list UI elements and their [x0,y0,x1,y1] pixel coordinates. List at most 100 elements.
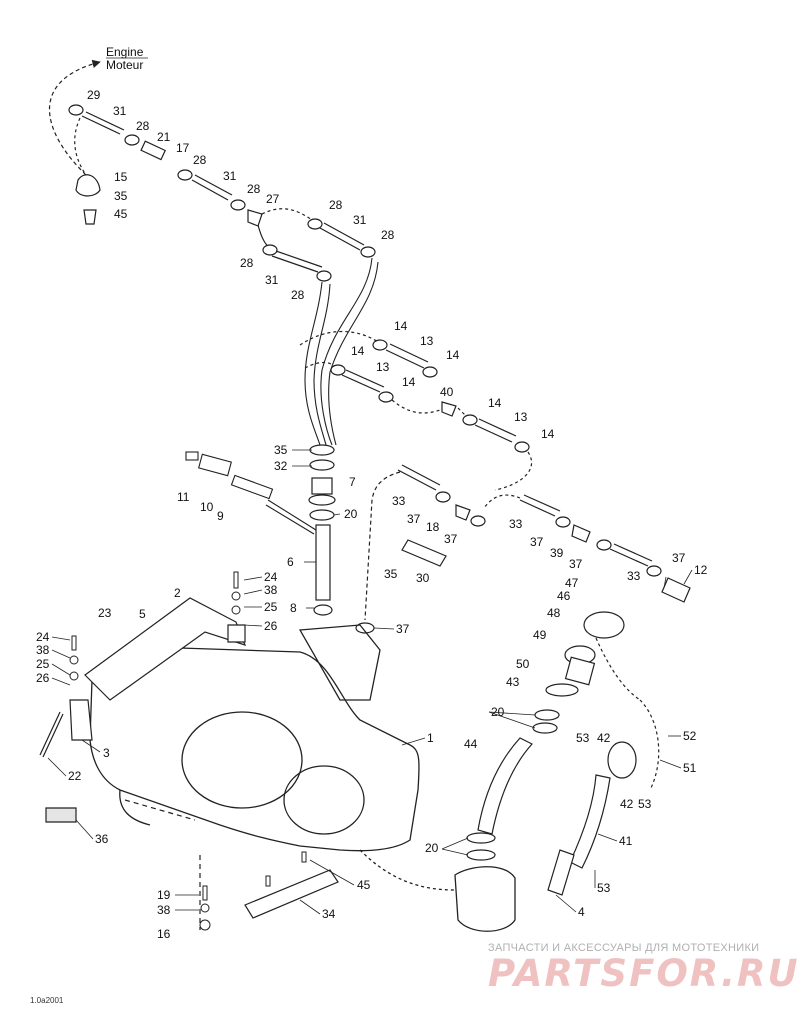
callout-37: 37 [569,557,583,571]
callout-31: 31 [353,213,367,227]
moteur-label: Moteur [106,58,143,72]
callout-14: 14 [394,319,408,333]
callout-1: 1 [427,731,434,745]
fuel-tank [89,624,516,932]
callout-28: 28 [291,288,305,302]
callout-28: 28 [381,228,395,242]
callout-43: 43 [506,675,520,689]
callout-39: 39 [550,546,564,560]
callout-24: 24 [264,570,278,584]
vent-line-upper [68,104,376,282]
callout-38: 38 [157,903,171,917]
callout-35: 35 [384,567,398,581]
callout-42: 42 [597,731,611,745]
fuel-line-right [355,464,691,634]
callout-7: 7 [349,475,356,489]
callout-3: 3 [103,746,110,760]
callout-45: 45 [114,207,128,221]
callout-27: 27 [266,192,280,206]
fuel-sensor-connector [185,451,317,535]
callout-37: 37 [444,532,458,546]
filler-neck-assembly [466,611,660,896]
callout-19: 19 [157,888,171,902]
engine-direction-arrow [48,59,101,176]
callout-13: 13 [420,334,434,348]
callout-37: 37 [407,512,421,526]
callout-28: 28 [329,198,343,212]
callout-46: 46 [557,589,571,603]
callout-48: 48 [547,606,561,620]
callout-10: 10 [200,500,214,514]
callout-13: 13 [514,410,528,424]
callout-28: 28 [193,153,207,167]
callout-26: 26 [264,619,278,633]
callout-45: 45 [357,878,371,892]
callout-35: 35 [274,443,288,457]
callout-35: 35 [114,189,128,203]
callout-2: 2 [174,586,181,600]
callout-38: 38 [264,583,278,597]
callout-14: 14 [351,344,365,358]
callout-9: 9 [217,509,224,523]
callout-47: 47 [565,576,579,590]
callout-6: 6 [287,555,294,569]
callout-23: 23 [98,606,112,620]
fuel-pickup-column [308,444,336,616]
callout-8: 8 [290,601,297,615]
callout-22: 22 [68,769,82,783]
callout-34: 34 [322,907,336,921]
callout-15: 15 [114,170,128,184]
watermark-brand-logo: PARTSFOR.RU [488,952,800,995]
callout-25: 25 [36,657,50,671]
tank-strap-brackets [39,597,339,930]
callout-37: 37 [530,535,544,549]
callout-44: 44 [464,737,478,751]
callout-33: 33 [627,569,641,583]
callout-4: 4 [578,905,585,919]
callout-17: 17 [176,141,190,155]
callout-labels: 29 31 28 21 17 15 28 35 45 31 28 27 28 3… [36,88,708,941]
engine-label: Engine [106,45,144,59]
callout-53: 53 [576,731,590,745]
callout-20: 20 [491,705,505,719]
callout-49: 49 [533,628,547,642]
callout-33: 33 [509,517,523,531]
callout-52: 52 [683,729,697,743]
callout-20: 20 [425,841,439,855]
callout-31: 31 [113,104,127,118]
callout-21: 21 [157,130,171,144]
callout-5: 5 [139,607,146,621]
figure-reference: 1.0a2001 [30,996,64,1005]
watermark-tagline: ЗАПЧАСТИ И АКСЕССУАРЫ ДЛЯ МОТОТЕХНИКИ [488,942,760,954]
callout-30: 30 [416,571,430,585]
callout-26: 26 [36,671,50,685]
callout-37: 37 [672,551,686,565]
callout-40: 40 [440,385,454,399]
callout-16: 16 [157,927,171,941]
vent-hose-bundle [304,257,379,446]
callout-14: 14 [446,348,460,362]
callout-28: 28 [247,182,261,196]
callout-28: 28 [240,256,254,270]
callout-31: 31 [223,169,237,183]
callout-29: 29 [87,88,101,102]
leader-lines [47,449,693,915]
callout-11: 11 [177,490,190,504]
callout-37: 37 [396,622,410,636]
callout-14: 14 [402,375,416,389]
callout-20: 20 [344,507,358,521]
callout-28: 28 [136,119,150,133]
callout-14: 14 [541,427,555,441]
callout-51: 51 [683,761,697,775]
callout-42: 42 [620,797,634,811]
fasteners [69,571,307,931]
callout-53: 53 [638,797,652,811]
callout-38: 38 [36,643,50,657]
callout-36: 36 [95,832,109,846]
callout-25: 25 [264,600,278,614]
callout-50: 50 [516,657,530,671]
callout-33: 33 [392,494,406,508]
callout-14: 14 [488,396,502,410]
